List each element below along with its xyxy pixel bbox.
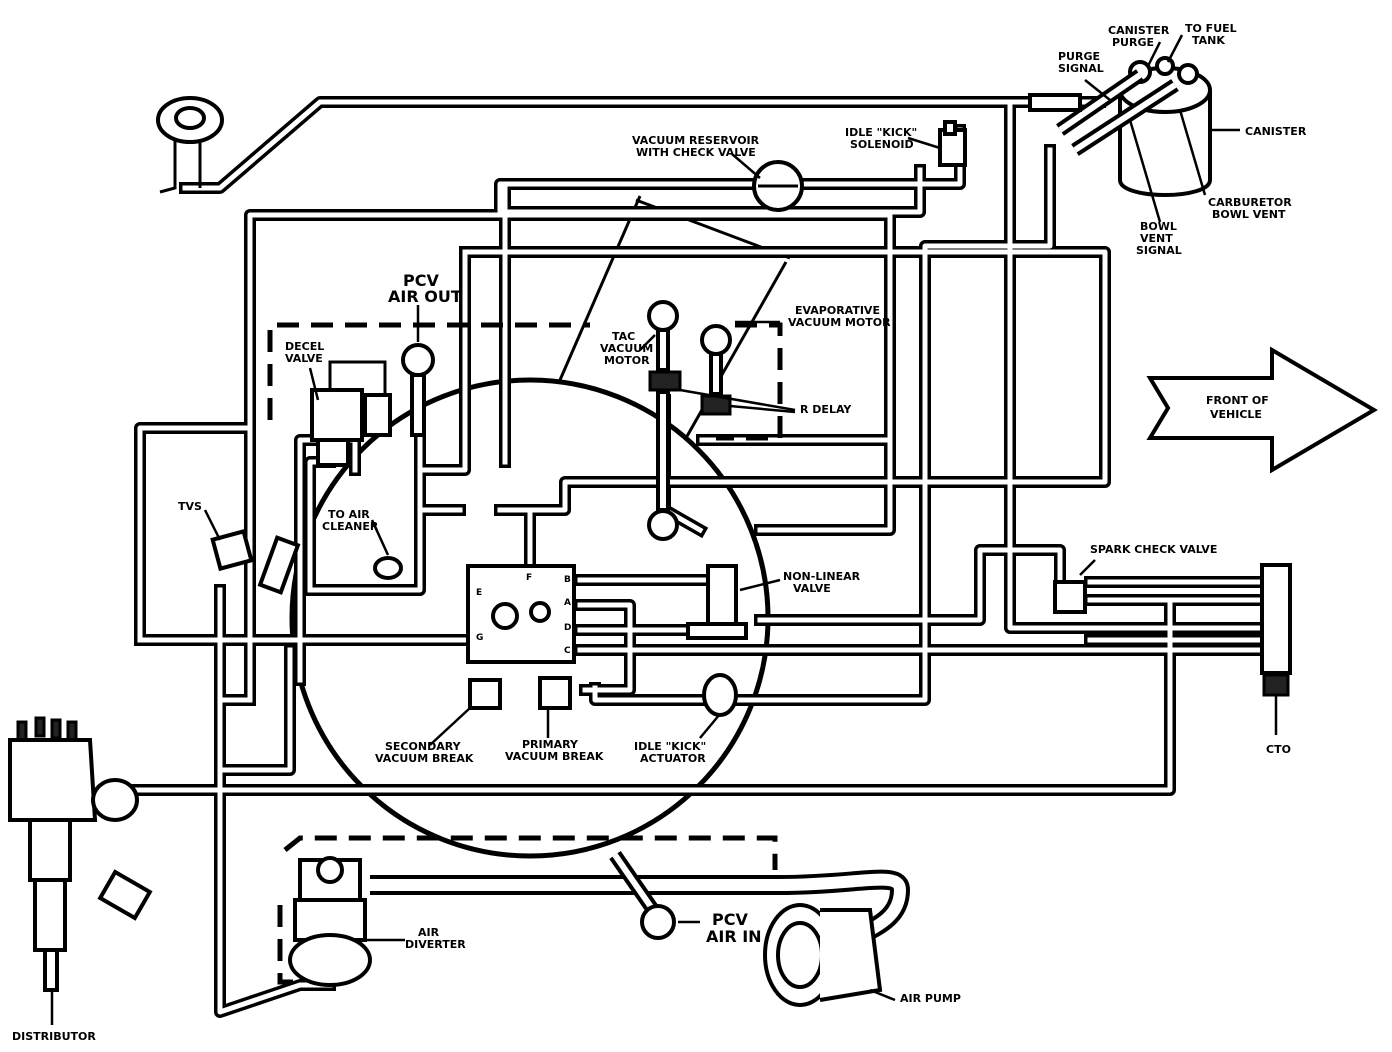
port-e: E <box>476 588 482 598</box>
air-pump <box>763 903 883 1007</box>
secondary-vacuum-break <box>468 678 502 710</box>
hose-inner <box>247 212 893 703</box>
label-carburetor-bowl-vent-1: CARBURETOR <box>1208 196 1292 209</box>
label-idle-kick-solenoid-2: SOLENOID <box>850 138 914 151</box>
label-canister-purge-1: CANISTER <box>1108 24 1170 37</box>
label-non-linear-valve-1: NON-LINEAR <box>783 570 861 583</box>
label-to-air-cleaner-2: CLEANER <box>322 520 379 533</box>
port-g: G <box>476 633 483 643</box>
label-air-diverter-1: AIR <box>418 926 440 939</box>
label-bowl-vent-signal-3: SIGNAL <box>1136 244 1182 257</box>
idle-kick-solenoid <box>938 120 967 167</box>
spark-check-valve <box>1053 580 1087 614</box>
distributor <box>8 716 153 1025</box>
air-pump-hose <box>370 869 911 944</box>
dashed-hoses <box>267 322 783 985</box>
label-distributor: DISTRIBUTOR <box>12 1030 96 1043</box>
leader-lines <box>203 34 1240 1002</box>
label-to-fuel-tank-1: TO FUEL <box>1185 22 1237 35</box>
label-tvs: TVS <box>178 500 202 513</box>
label-to-air-cleaner-1: TO AIR <box>328 508 370 521</box>
hose-inner <box>592 147 1053 703</box>
label-pcv-air-out-1: PCV <box>403 271 439 290</box>
label-r-delay: R DELAY <box>800 403 852 416</box>
tac-vacuum-motor <box>647 300 682 541</box>
hose-inner <box>182 99 1103 191</box>
label-bowl-vent-signal-2: VENT <box>1140 232 1173 245</box>
vacuum-reservoir <box>752 160 804 212</box>
purge-lines <box>1028 69 1179 156</box>
label-idle-kick-solenoid-1: IDLE "KICK" <box>845 126 917 139</box>
label-front-of-vehicle-1: FRONT OF <box>1206 394 1269 407</box>
decel-valve <box>310 360 392 467</box>
label-pcv-air-out-2: AIR OUT <box>388 287 462 306</box>
label-primary-vacuum-break-1: PRIMARY <box>522 738 579 751</box>
port-b: B <box>564 575 571 585</box>
text-labels: CANISTER PURGE TO FUEL TANK PURGE SIGNAL… <box>12 22 1307 1043</box>
label-tac-vacuum-motor-3: MOTOR <box>604 354 650 367</box>
label-secondary-vacuum-break-2: VACUUM BREAK <box>375 752 474 765</box>
hose-inner <box>497 127 963 215</box>
hose-inner <box>217 587 253 703</box>
label-air-diverter-2: DIVERTER <box>405 938 466 951</box>
pcv-air-in <box>609 851 676 940</box>
label-pcv-air-in-1: PCV <box>712 910 748 929</box>
vacuum-manifold-block <box>466 564 576 664</box>
evaporative-vacuum-motor <box>700 324 732 416</box>
hose-inner <box>757 437 893 533</box>
label-evaporative-vacuum-motor-1: EVAPORATIVE <box>795 304 880 317</box>
to-air-cleaner-nipple <box>373 556 403 580</box>
label-purge-signal-2: SIGNAL <box>1058 62 1104 75</box>
port-a: A <box>564 598 571 608</box>
label-vacuum-reservoir-2: WITH CHECK VALVE <box>636 146 756 159</box>
label-canister: CANISTER <box>1245 125 1307 138</box>
label-carburetor-bowl-vent-2: BOWL VENT <box>1212 208 1286 221</box>
hose-inner <box>757 547 1063 623</box>
hose-inner <box>127 602 1173 793</box>
label-pcv-air-in-2: AIR IN <box>706 927 762 946</box>
port-c: C <box>564 646 571 656</box>
hose-inner <box>1007 99 1273 631</box>
label-bowl-vent-signal-1: BOWL <box>1140 220 1177 233</box>
label-evaporative-vacuum-motor-2: VACUUM MOTOR <box>788 316 891 329</box>
hose-inner <box>462 249 1108 513</box>
label-non-linear-valve-2: VALVE <box>793 582 831 595</box>
port-f: F <box>526 573 532 583</box>
label-air-pump: AIR PUMP <box>900 992 961 1005</box>
label-cto: CTO <box>1266 743 1291 756</box>
label-front-of-vehicle-2: VEHICLE <box>1210 408 1262 421</box>
air-diverter <box>288 856 372 987</box>
egr-valve <box>156 96 224 194</box>
label-spark-check-valve: SPARK CHECK VALVE <box>1090 543 1217 556</box>
hose-inner <box>217 647 293 773</box>
label-canister-purge-2: PURGE <box>1112 36 1154 49</box>
idle-kick-actuator <box>702 673 738 717</box>
label-tac-vacuum-motor-2: VACUUM <box>600 342 653 355</box>
primary-vacuum-break <box>538 676 572 710</box>
label-decel-valve-1: DECEL <box>285 340 324 353</box>
front-of-vehicle-arrow <box>1146 346 1378 474</box>
non-linear-valve <box>686 564 748 640</box>
label-vacuum-reservoir-1: VACUUM RESERVOIR <box>632 134 760 147</box>
tvs-valve <box>210 528 301 595</box>
pcv-air-out <box>401 343 435 437</box>
label-tac-vacuum-motor-1: TAC <box>612 330 635 343</box>
label-purge-signal-1: PURGE <box>1058 50 1100 63</box>
label-primary-vacuum-break-2: VACUUM BREAK <box>505 750 604 763</box>
label-secondary-vacuum-break-1: SECONDARY <box>385 740 462 753</box>
label-idle-kick-actuator-2: ACTUATOR <box>640 752 706 765</box>
label-decel-valve-2: VALVE <box>285 352 323 365</box>
hose-inner <box>137 425 253 643</box>
port-d: D <box>564 623 571 633</box>
label-to-fuel-tank-2: TANK <box>1192 34 1225 47</box>
cto-switch <box>1260 563 1292 735</box>
label-idle-kick-actuator-1: IDLE "KICK" <box>634 740 706 753</box>
